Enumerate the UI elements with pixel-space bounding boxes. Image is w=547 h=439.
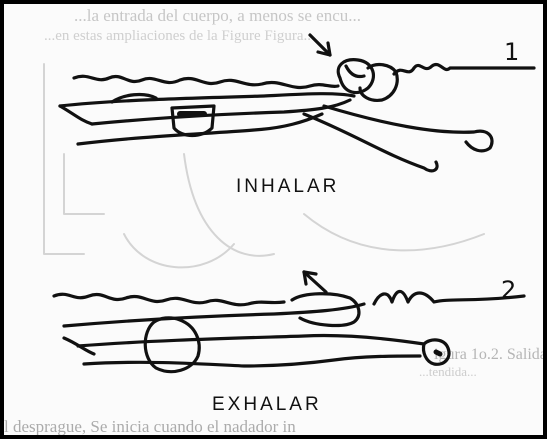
step-number-2: 2 — [501, 276, 516, 304]
swimmer-inhale — [60, 35, 534, 171]
caption-inhalar: INHALAR — [236, 176, 339, 198]
caption-exhalar: EXHALAR — [212, 394, 322, 416]
step-number-1: 1 — [504, 38, 519, 66]
swimmer-sketch — [4, 4, 547, 439]
swimmer-exhale — [54, 272, 524, 372]
